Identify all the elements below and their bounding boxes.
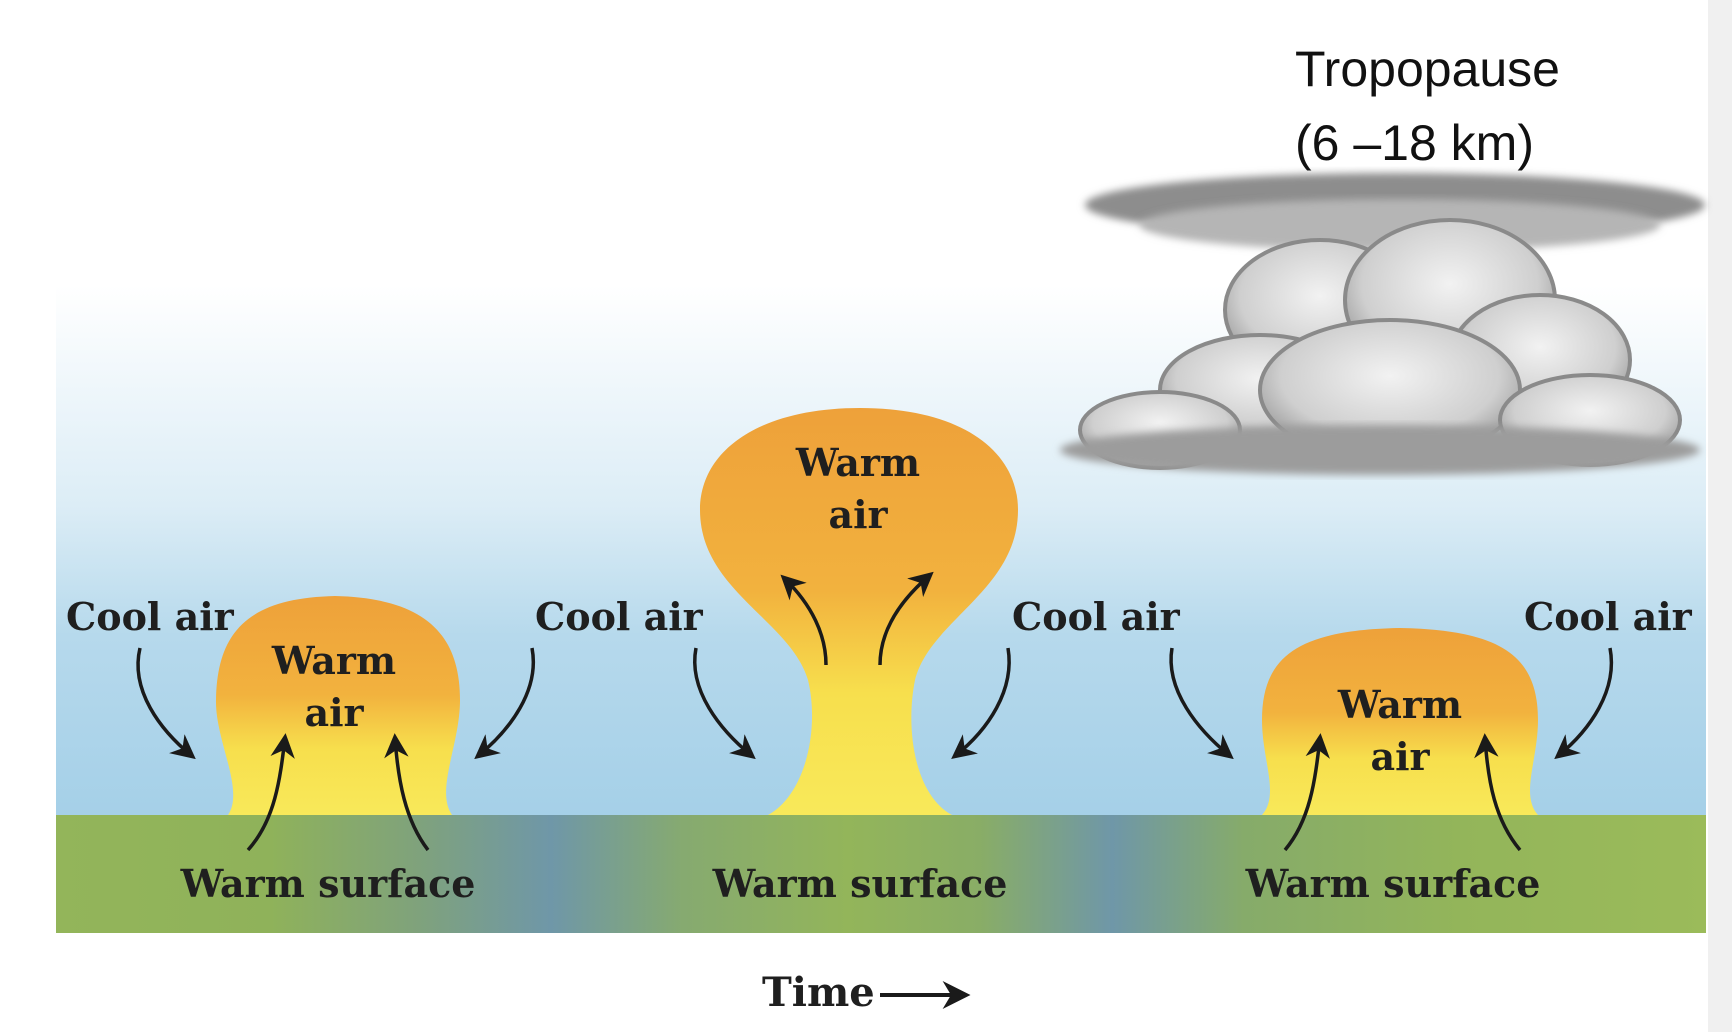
warm-surface-label-2: Warm surface <box>712 861 1008 906</box>
warm-air-label-1-line1: Warm <box>271 638 396 683</box>
cool-air-label-4: Cool air <box>1524 594 1693 639</box>
warm-air-label-3-line2: air <box>1370 734 1430 779</box>
warm-air-plume-3 <box>1262 628 1538 815</box>
cumulonimbus-cloud <box>1060 173 1705 475</box>
cool-air-arrow-2 <box>474 647 535 760</box>
cool-air-label-3: Cool air <box>1012 594 1181 639</box>
cool-air-arrow-5 <box>1169 647 1234 760</box>
warm-air-arrow-2a <box>780 574 828 666</box>
warm-air-arrow-3b <box>1474 733 1522 852</box>
cool-air-arrow-1 <box>136 647 196 760</box>
warm-air-arrow-1b <box>384 733 430 852</box>
cool-air-label-2: Cool air <box>535 594 704 639</box>
warm-air-label-3-line1: Warm <box>1337 682 1462 727</box>
tropopause-label: Tropopause <box>1295 41 1560 97</box>
cool-air-arrow-4 <box>951 647 1011 760</box>
cool-air-arrow-6 <box>1554 647 1614 760</box>
cool-air-arrow-3 <box>693 647 756 760</box>
cool-air-label-1: Cool air <box>66 594 235 639</box>
warm-air-plume-2 <box>700 408 1018 815</box>
tropopause-range: (6 –18 km) <box>1295 115 1534 171</box>
page-edge <box>1708 0 1732 1032</box>
warm-air-label-2-line2: air <box>828 492 888 537</box>
warm-air-arrow-2b <box>878 571 934 666</box>
ground-surface <box>56 815 1706 933</box>
warm-air-label-2-line1: Warm <box>795 440 920 485</box>
time-label: Time <box>762 969 875 1016</box>
warm-surface-label-1: Warm surface <box>180 861 476 906</box>
warm-air-arrow-1a <box>246 733 295 852</box>
warm-air-arrow-3a <box>1283 733 1330 852</box>
warm-air-plume-1 <box>215 596 460 815</box>
warm-air-label-1-line2: air <box>304 690 364 735</box>
warm-surface-label-3: Warm surface <box>1245 861 1541 906</box>
